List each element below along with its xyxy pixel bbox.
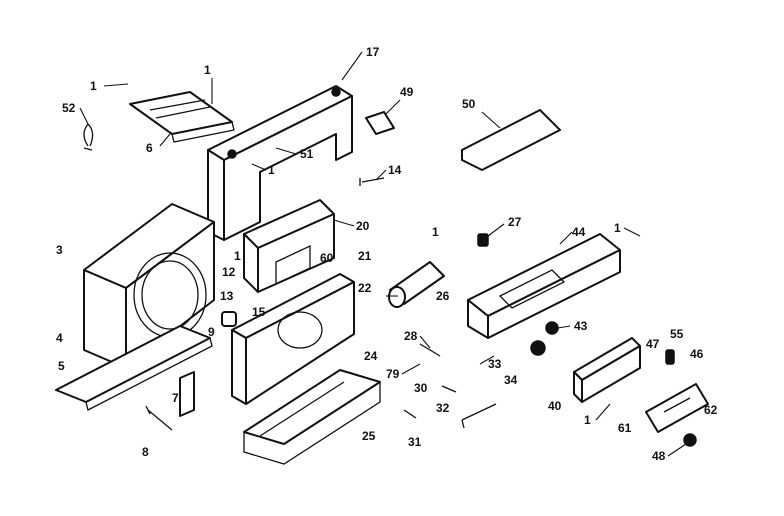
part-13-mount xyxy=(221,311,237,327)
label-13: 13 xyxy=(220,289,234,303)
label-1: 1 xyxy=(432,225,439,239)
part-30-fastener xyxy=(441,385,457,393)
label-12: 12 xyxy=(222,265,236,279)
part-20-control-box xyxy=(243,199,335,293)
label-33: 33 xyxy=(488,357,502,371)
label-44: 44 xyxy=(572,225,586,239)
label-48: 48 xyxy=(652,449,666,463)
leader-lines xyxy=(79,51,687,457)
label-60: 60 xyxy=(320,251,334,265)
label-51: 51 xyxy=(300,147,314,161)
label-31: 31 xyxy=(408,435,422,449)
label-1: 1 xyxy=(614,221,621,235)
label-17: 17 xyxy=(366,45,380,59)
part-34-bushing xyxy=(530,340,546,356)
label-40: 40 xyxy=(548,399,562,413)
label-9: 9 xyxy=(208,325,215,339)
label-62: 62 xyxy=(704,403,718,417)
part-44-chassis xyxy=(467,233,621,339)
part-50-panel xyxy=(461,109,561,171)
label-52: 52 xyxy=(62,101,76,115)
label-34: 34 xyxy=(504,373,518,387)
label-55: 55 xyxy=(670,327,684,341)
part-49-plate xyxy=(365,111,395,135)
part-40-control-housing xyxy=(573,337,641,403)
label-49: 49 xyxy=(400,85,414,99)
part-52-clip xyxy=(83,123,94,151)
part-31-fastener xyxy=(403,409,417,419)
part-6-bracket xyxy=(129,91,235,143)
label-28: 28 xyxy=(404,329,418,343)
part-55-clip xyxy=(665,349,675,365)
part-32-fastener xyxy=(461,403,497,429)
label-47: 47 xyxy=(646,337,660,351)
label-24: 24 xyxy=(364,349,378,363)
label-1: 1 xyxy=(234,249,241,263)
part-17-top-cover xyxy=(207,85,353,241)
part-46-nameplate xyxy=(645,383,709,433)
label-61: 61 xyxy=(618,421,632,435)
part-8-rod xyxy=(145,405,173,431)
label-3: 3 xyxy=(56,243,63,257)
part-27-bushing xyxy=(477,233,489,247)
label-20: 20 xyxy=(356,219,370,233)
part-28-79-fastener xyxy=(419,343,441,357)
label-1: 1 xyxy=(268,163,275,177)
part-14-screw xyxy=(359,177,385,186)
label-15: 15 xyxy=(252,305,266,319)
label-32: 32 xyxy=(436,401,450,415)
part-22-cylinder xyxy=(388,261,445,308)
label-6: 6 xyxy=(146,141,153,155)
label-26: 26 xyxy=(436,289,450,303)
label-14: 14 xyxy=(388,163,402,177)
part-43-bushing xyxy=(545,321,559,335)
label-1: 1 xyxy=(204,63,211,77)
label-50: 50 xyxy=(462,97,476,111)
label-8: 8 xyxy=(142,445,149,459)
part-24-25-drain-pan xyxy=(243,369,381,465)
part-3-4-fan-shroud xyxy=(83,203,215,369)
label-1: 1 xyxy=(90,79,97,93)
part-48-knob xyxy=(683,433,697,447)
part-7-bracket xyxy=(179,371,195,417)
label-30: 30 xyxy=(414,381,428,395)
label-22: 22 xyxy=(358,281,372,295)
part-labels: 1 52 6 1 17 51 1 49 14 50 20 1 60 3 12 2… xyxy=(56,45,718,463)
label-21: 21 xyxy=(358,249,372,263)
part-5-base-rail xyxy=(55,325,213,411)
label-46: 46 xyxy=(690,347,704,361)
label-27: 27 xyxy=(508,215,522,229)
label-79: 79 xyxy=(386,367,400,381)
label-43: 43 xyxy=(574,319,588,333)
part-21-partition xyxy=(231,273,355,405)
label-25: 25 xyxy=(362,429,376,443)
label-5: 5 xyxy=(58,359,65,373)
label-4: 4 xyxy=(56,331,63,345)
label-1: 1 xyxy=(584,413,591,427)
label-7: 7 xyxy=(172,391,179,405)
